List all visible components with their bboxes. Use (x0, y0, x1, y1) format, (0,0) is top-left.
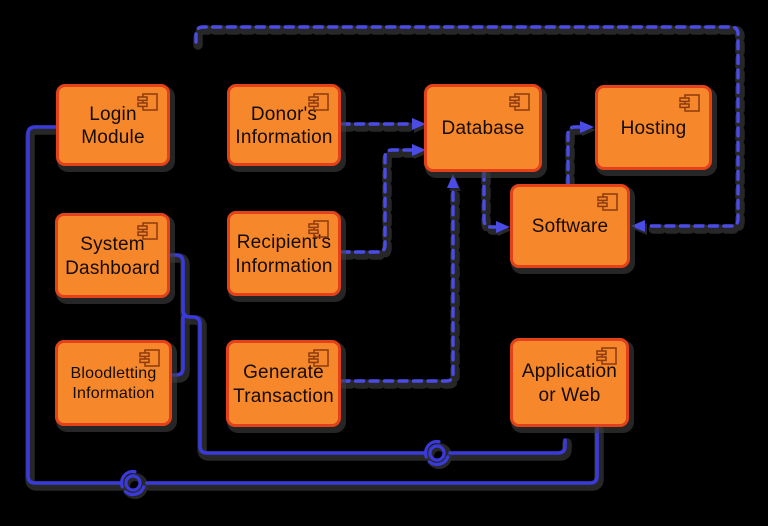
component-label: Login Module (81, 103, 145, 148)
component-login-module: Login Module (56, 84, 170, 166)
uml-component-icon (308, 93, 329, 111)
component-label: Recipient's Information (235, 232, 333, 277)
arrowhead-recipients-to-database (412, 144, 426, 156)
component-label: Bloodletting Information (70, 365, 157, 402)
connector-database-to-software (482, 170, 498, 229)
arrowhead-transaction-to-database (447, 174, 459, 188)
component-label: Generate Transaction (233, 362, 334, 407)
arrowhead-donors-to-database (412, 118, 426, 130)
uml-component-icon (139, 349, 160, 367)
uml-component-icon (137, 222, 158, 240)
uml-component-icon (679, 94, 700, 112)
uml-component-icon (509, 93, 530, 111)
component-hosting: Hosting (595, 85, 712, 170)
component-system-dashboard: System Dashboard (55, 213, 170, 298)
component-generate-transaction: Generate Transaction (226, 340, 341, 427)
component-recipients-information: Recipient's Information (227, 211, 341, 296)
connector-login-to-application (26, 125, 599, 485)
connector-transaction-to-database (339, 186, 455, 383)
component-label: Hosting (620, 117, 687, 139)
component-label: Application or Web (521, 361, 618, 406)
connector-bloodletting-branch (170, 315, 185, 377)
uml-component-icon (597, 193, 618, 211)
connector-dashboard-to-application (168, 253, 567, 455)
component-label: Database (441, 118, 525, 140)
ball-socket-junction-1 (120, 469, 146, 497)
connector-recipients-to-database (339, 148, 414, 254)
arrowhead-software-to-hosting (580, 121, 594, 133)
ball-socket-junction-2 (424, 439, 450, 467)
arrowhead-top-loop-to-software (631, 220, 645, 232)
arrowhead-database-to-software (496, 221, 510, 233)
connector-software-to-hosting (566, 125, 582, 186)
component-label: Software (531, 216, 609, 238)
connector-top-loop-to-software (194, 25, 740, 228)
uml-component-icon (308, 220, 329, 238)
component-database: Database (424, 84, 542, 172)
component-donors-information: Donor's Information (227, 84, 341, 166)
component-label: Donor's Information (235, 103, 333, 148)
component-application-or-web: Application or Web (510, 338, 629, 427)
uml-component-icon (308, 349, 329, 367)
component-bloodletting-information: Bloodletting Information (55, 340, 172, 426)
component-software: Software (510, 184, 630, 268)
uml-component-icon (137, 93, 158, 111)
component-label: System Dashboard (65, 234, 160, 279)
uml-component-icon (596, 347, 617, 365)
